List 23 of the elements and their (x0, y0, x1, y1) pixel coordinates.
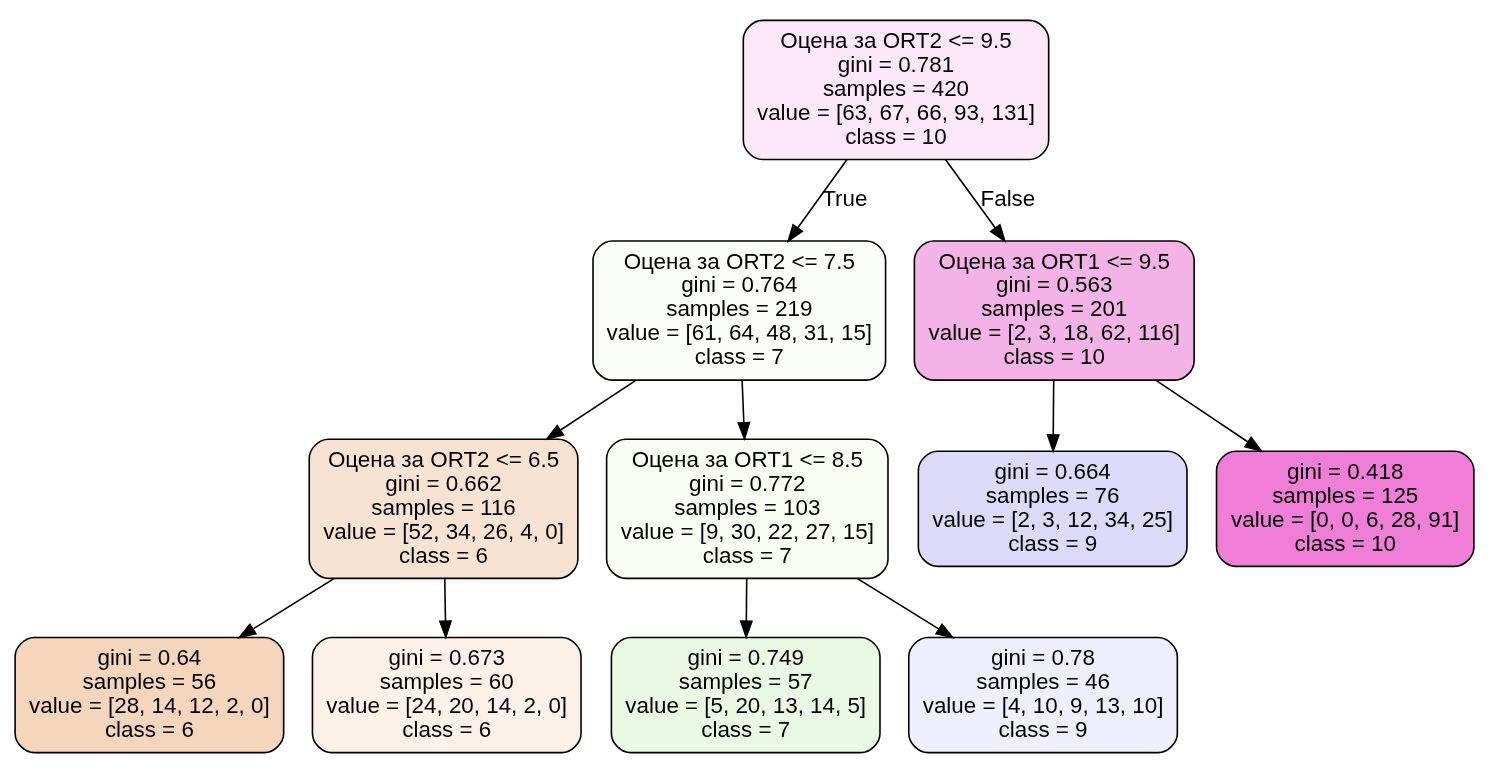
node-box: Оцена за ORT1 <= 8.5 gini = 0.772 samples = 103 value = [9, 30, 22, 27, 15] class = 7 (605, 438, 889, 580)
arrow (1046, 379, 1060, 454)
node-box: Оцена за ORT2 <= 6.5 gini = 0.662 samples = 116 value = [52, 34, 26, 4, 0] class = 6 (308, 438, 579, 580)
arrow (739, 577, 754, 640)
node-box: gini = 0.78 samples = 46 value = [4, 10, 9, 13, 10] class = 9 (907, 636, 1179, 754)
edge-label: True (822, 186, 868, 212)
node-box: gini = 0.664 samples = 76 value = [2, 3, 12, 34, 25] class = 9 (917, 450, 1188, 568)
node-box: gini = 0.749 samples = 57 value = [5, 20, 13, 14, 5] class = 7 (610, 636, 881, 754)
node-box: gini = 0.418 samples = 125 value = [0, 0, 6, 28, 91] class = 10 (1215, 450, 1475, 568)
node-box: Оцена за ORT2 <= 7.5 gini = 0.764 samples = 219 value = [61, 64, 48, 31, 15] class = 7 (592, 240, 887, 381)
arrow (1155, 379, 1264, 453)
arrow (544, 379, 637, 441)
arrow (438, 577, 453, 640)
node-box: gini = 0.673 samples = 60 value = [24, 20, 14, 2, 0] class = 6 (311, 636, 582, 754)
arrow (944, 158, 1007, 243)
edge-label: False (980, 186, 1036, 212)
arrow (856, 577, 955, 639)
arrow (237, 577, 335, 639)
node-box: Оцена за ORT1 <= 9.5 gini = 0.563 samples = 201 value = [2, 3, 18, 62, 116] class = 10 (913, 240, 1195, 381)
node-box: gini = 0.64 samples = 56 value = [28, 14, 12, 2, 0] class = 6 (14, 636, 285, 754)
arrow (737, 379, 751, 442)
arrow (786, 158, 848, 243)
node-box: Оцена за ORT2 <= 9.5 gini = 0.781 samples = 420 value = [63, 67, 66, 93, 131] class = 10 (742, 19, 1050, 161)
